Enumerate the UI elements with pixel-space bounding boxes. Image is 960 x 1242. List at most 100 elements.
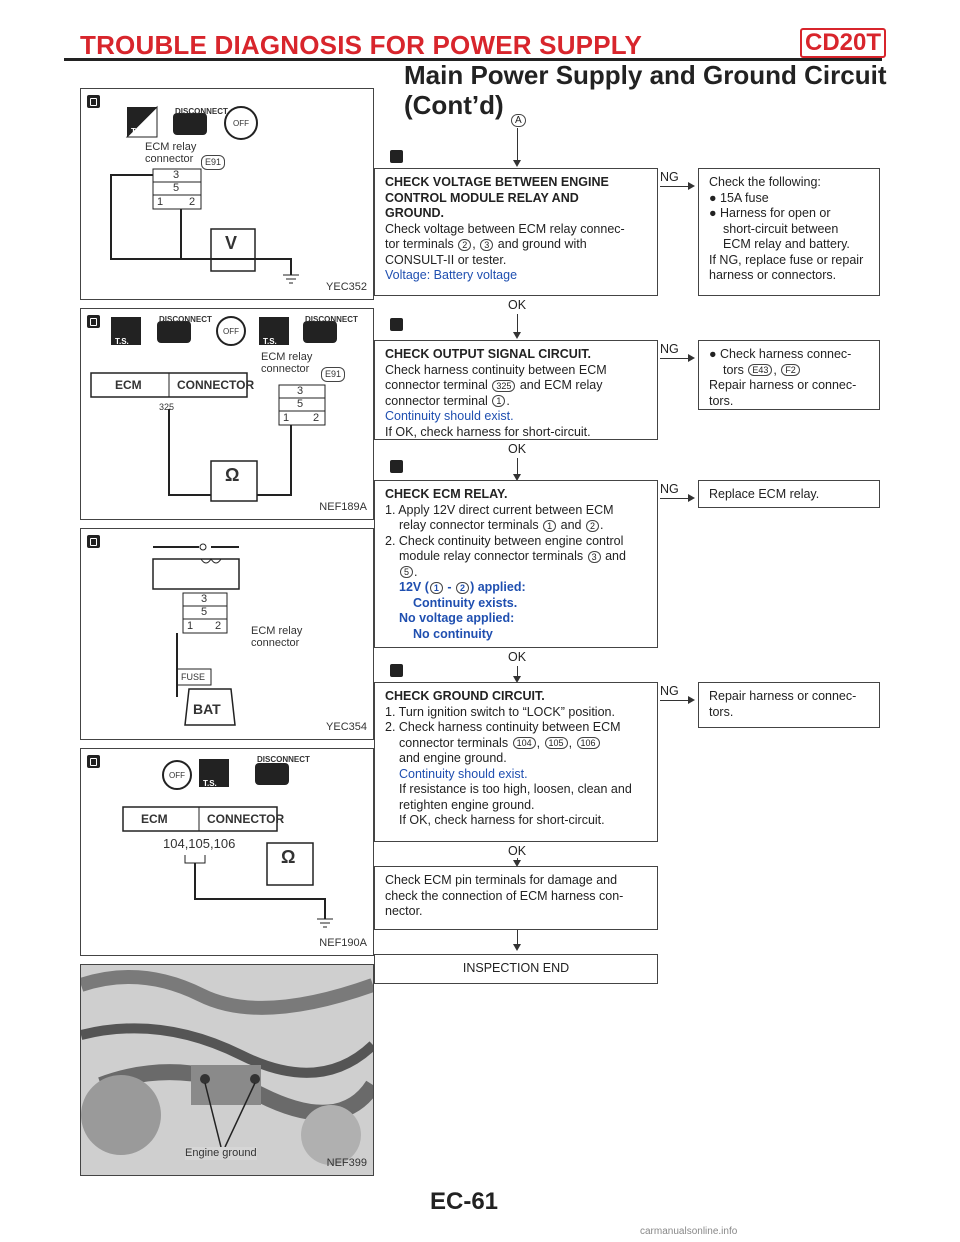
step4-line-6: retighten engine ground.: [399, 797, 535, 812]
step3-line-5: .: [414, 564, 418, 579]
step2-ng-3: tors.: [709, 393, 734, 408]
step1-line-2a: tor terminals: [385, 237, 454, 251]
off-label: OFF: [233, 119, 249, 128]
flow-arrow-icon: [513, 944, 521, 951]
output-signal-diagram: [90, 316, 337, 502]
connector-id-badge: E91: [201, 155, 226, 170]
step1-ng-5: ECM relay and battery.: [723, 237, 850, 251]
step2-line-1: Check harness continuity between ECM: [385, 362, 607, 377]
ohmmeter-icon: Ω: [281, 847, 296, 867]
step3-ng-1: Replace ECM relay.: [709, 487, 820, 501]
figure-code: NEF190A: [319, 937, 367, 949]
step-g-marker-icon: [390, 664, 403, 677]
terminal-2-badge: 2: [458, 238, 472, 251]
engine-ground-label: Engine ground: [185, 1147, 257, 1160]
step3-line-4b: and: [605, 549, 626, 563]
ng-connector: [660, 498, 690, 499]
step4-ng-box: Repair harness or connec- tors.: [698, 682, 880, 728]
flow-connector: [517, 458, 518, 476]
disconnect-label: DISCONNECT: [159, 315, 212, 324]
connector-e43-badge: E43: [748, 364, 773, 377]
connector-word-label: CONNECTOR: [207, 812, 285, 826]
ecm-relay-label: ECM relay: [145, 141, 197, 153]
ecm-label: ECM: [141, 812, 168, 826]
step3-box: CHECK ECM RELAY. 1. Apply 12V direct cur…: [374, 480, 658, 648]
step2-ok-label: OK: [508, 442, 527, 456]
step4-title: CHECK GROUND CIRCUIT.: [385, 689, 545, 703]
step1-title-2: CONTROL MODULE RELAY AND: [385, 190, 579, 205]
step1-line-3: CONSULT-II or tester.: [385, 252, 507, 267]
voltmeter-icon: V: [225, 233, 238, 253]
step4-box: CHECK GROUND CIRCUIT. 1. Turn ignition s…: [374, 682, 658, 842]
inspection-end-box: INSPECTION END: [374, 954, 658, 984]
step4-line-1: 1. Turn ignition switch to “LOCK” positi…: [385, 704, 615, 719]
figure-nef190a: DISCONNECT T.S. OFF ECM CONNECTOR 104,10…: [80, 748, 374, 956]
step1-ng-6: If NG, replace fuse or repair: [709, 252, 864, 267]
step4-line-3a: connector terminals: [399, 735, 509, 750]
pins-104-105-106-label: 104,105,106: [163, 836, 236, 851]
ecm-relay-label: ECM relay: [261, 351, 313, 363]
figure-nef189a: DISCONNECT DISCONNECT T.S. T.S. OFF ECM …: [80, 308, 374, 520]
step-e-tag-icon: [87, 315, 100, 328]
step3-line-2a: relay connector terminals: [399, 518, 539, 532]
flow-connector: [517, 930, 518, 946]
step2-ng-1b: tors: [723, 362, 744, 377]
step4-ng-label: NG: [660, 684, 679, 698]
step2-spec: Continuity should exist.: [385, 409, 514, 423]
section-title-line2: (Cont’d): [404, 90, 504, 120]
step3-spec-2: Continuity exists.: [413, 595, 518, 610]
inspection-end-label: INSPECTION END: [462, 961, 570, 975]
step1-ng-label: NG: [660, 170, 679, 184]
flow-arrow-icon: [513, 160, 521, 167]
step5-line-2: check the connection of ECM harness con-: [385, 888, 624, 903]
relay-test-diagram: [152, 543, 240, 726]
terminal-106-badge: 106: [576, 737, 600, 750]
step3-ok-label: OK: [508, 650, 527, 664]
step4-ng-2: tors.: [709, 704, 734, 719]
pin-5: 5: [201, 606, 208, 618]
step1-ng-2: 15A fuse: [720, 190, 769, 205]
step3-ng-label: NG: [660, 482, 679, 496]
disconnect-label: DISCONNECT: [257, 755, 310, 764]
step3-spec-1a: 12V (: [399, 580, 429, 594]
step2-ng-1a: Check harness connec-: [720, 347, 852, 361]
terminal-3-badge: 3: [587, 550, 601, 563]
step-e-marker-icon: [390, 318, 403, 331]
flow-connector: [517, 314, 518, 334]
page-number: EC-61: [430, 1188, 499, 1215]
disconnect-label-2: DISCONNECT: [305, 315, 358, 324]
step3-line-3: 2. Check continuity between engine contr…: [385, 533, 624, 548]
connector-word-label: CONNECTOR: [177, 378, 255, 392]
voltage-check-diagram: [110, 105, 299, 284]
figure-code: NEF189A: [319, 501, 367, 513]
terminal-1-badge: 1: [429, 581, 443, 594]
connector-label: connector: [261, 363, 310, 375]
step4-line-7: If OK, check harness for short-circuit.: [399, 813, 605, 827]
ng-arrow-icon: [688, 494, 695, 502]
comma: ,: [773, 362, 777, 377]
step2-line-3b: .: [506, 393, 510, 408]
step5-line-3: nector.: [385, 904, 423, 918]
step5-box: Check ECM pin terminals for damage and c…: [374, 866, 658, 930]
terminal-1-badge: 1: [543, 519, 557, 532]
figure-yec354: 3 5 1 2 ECM relay connector FUSE BAT YEC…: [80, 528, 374, 740]
flow-arrow-icon: [513, 474, 521, 481]
step1-ng-7: harness or connectors.: [709, 268, 837, 282]
ng-arrow-icon: [688, 696, 695, 704]
step2-line-3a: connector terminal: [385, 393, 488, 408]
terminal-325-badge: 325: [492, 379, 516, 392]
step3-spec-3: No voltage applied:: [399, 611, 515, 625]
step2-ng-box: ● Check harness connec- tors E43, F2 Rep…: [698, 340, 880, 410]
step2-line-2a: connector terminal: [385, 378, 488, 392]
step3-spec-4: No continuity: [413, 626, 493, 641]
terminal-1-badge: 1: [492, 395, 506, 408]
flow-arrow-icon: [513, 860, 521, 867]
pin-2: 2: [313, 412, 320, 424]
ng-arrow-icon: [688, 354, 695, 362]
step4-line-4: and engine ground.: [399, 751, 507, 765]
engine-code-badge: CD20T: [800, 28, 886, 58]
step1-ng-3: Harness for open or: [720, 206, 831, 220]
step3-ng-box: Replace ECM relay.: [698, 480, 880, 508]
pin-1: 1: [187, 620, 194, 632]
header-rule: [64, 58, 882, 61]
